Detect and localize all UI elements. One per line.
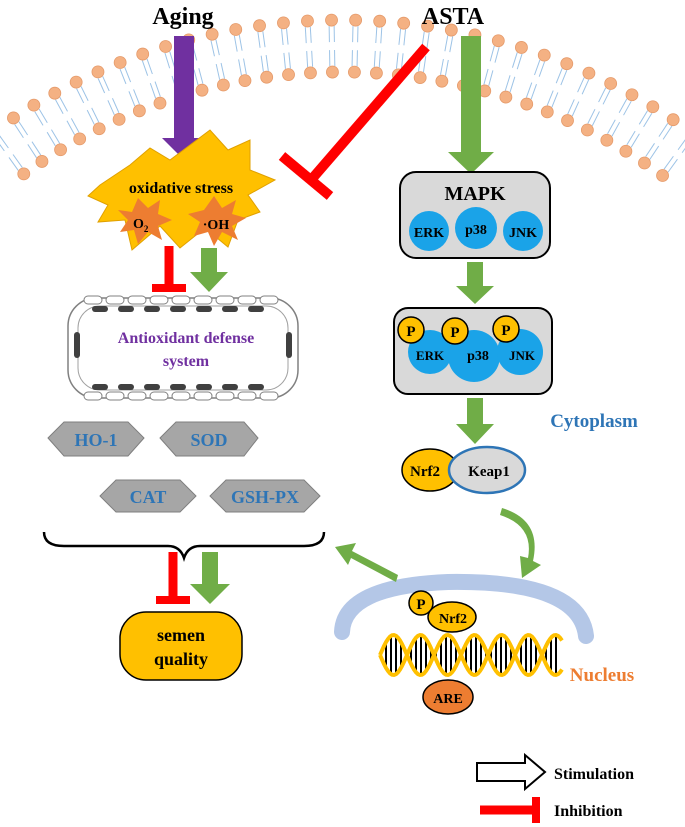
cytoplasm-label: Cytoplasm — [550, 411, 638, 432]
are-label: ARE — [433, 692, 463, 707]
dna-helix — [378, 632, 564, 678]
aging-label: Aging — [152, 4, 213, 30]
svg-text:p38: p38 — [467, 349, 489, 364]
hydroxyl-label: ·OH — [203, 218, 230, 233]
asta-inhibition-arrow — [278, 43, 430, 200]
legend-inhibition-icon — [480, 797, 540, 823]
svg-text:ERK: ERK — [416, 348, 445, 363]
nuclear-nrf2 — [427, 601, 477, 633]
antioxidant-chain-ring — [67, 295, 299, 401]
mapk-title: MAPK — [444, 183, 506, 205]
nuclear-nrf2-label: Nrf2 — [439, 612, 467, 627]
asta-label: ASTA — [422, 4, 485, 30]
svg-text:JNK: JNK — [509, 348, 536, 363]
ros-inhibition-arrow — [152, 246, 186, 292]
keap1-label: Keap1 — [468, 464, 510, 480]
ros-stimulation-arrow — [190, 248, 228, 292]
semen-quality-line2: quality — [154, 649, 208, 669]
legend-inhibition-label: Inhibition — [554, 803, 623, 820]
semen-quality-line1: semen — [157, 625, 205, 645]
svg-text:CAT: CAT — [130, 487, 167, 507]
phosphate-jnk: P — [492, 315, 520, 343]
phosphate-erk: P — [397, 316, 425, 344]
enzyme-group-brace — [42, 531, 326, 562]
mapk-p38: p38 — [455, 207, 497, 249]
enzyme-sod: SOD — [159, 421, 259, 457]
phosphate-p38: P — [441, 317, 469, 345]
nuclear-envelope — [334, 573, 594, 644]
enzyme-inhibition-arrow — [156, 552, 190, 604]
asta-stimulation-arrow — [448, 36, 494, 174]
svg-text:JNK: JNK — [509, 226, 537, 241]
enzyme-cat: CAT — [99, 479, 197, 513]
legend-stimulation-label: Stimulation — [554, 766, 634, 783]
svg-text:GSH-PX: GSH-PX — [231, 487, 299, 507]
oxidative-stress-label: oxidative stress — [129, 180, 233, 197]
cell-membrane — [0, 13, 685, 182]
nucleus-label: Nucleus — [570, 665, 634, 686]
superoxide-burst — [118, 198, 172, 244]
antioxidant-label-line1: Antioxidant defense — [118, 330, 254, 347]
svg-text:HO-1: HO-1 — [75, 430, 118, 450]
nrf2-keap1-complex — [401, 445, 527, 495]
svg-text:P: P — [450, 325, 459, 341]
mapk-erk: ERK — [409, 211, 449, 251]
are-node — [422, 679, 474, 715]
svg-text:p38: p38 — [465, 223, 487, 238]
nrf2-label: Nrf2 — [410, 464, 440, 480]
svg-text:P: P — [416, 597, 425, 613]
translocation-arrow — [500, 508, 541, 578]
enzyme-ho1: HO-1 — [47, 421, 145, 457]
phospho-stimulation-arrow — [456, 398, 494, 444]
svg-text:SOD: SOD — [190, 430, 227, 450]
aging-arrow — [162, 36, 206, 160]
nuclear-phosphate: P — [408, 590, 434, 616]
antioxidant-label-line2: system — [163, 353, 210, 370]
svg-text:P: P — [406, 324, 415, 340]
enzyme-stimulation-arrow — [190, 552, 230, 604]
enzyme-gsh-px: GSH-PX — [209, 479, 321, 513]
semen-quality-node — [119, 611, 243, 681]
superoxide-label: O2 — [133, 217, 149, 234]
hydroxyl-burst — [188, 196, 246, 246]
svg-text:P: P — [501, 323, 510, 339]
legend-stimulation-icon — [476, 752, 547, 792]
mapk-stimulation-arrow — [456, 262, 494, 304]
svg-text:ERK: ERK — [414, 226, 444, 241]
nucleus-output-arrow — [335, 543, 398, 582]
mapk-jnk: JNK — [503, 211, 543, 251]
